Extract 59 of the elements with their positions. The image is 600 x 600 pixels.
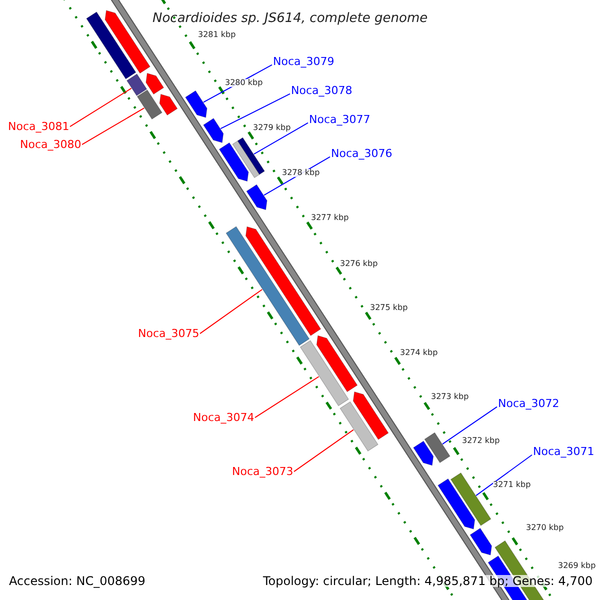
gene-bar (424, 432, 450, 464)
title: Nocardioides sp. JS614, complete genome (152, 12, 428, 24)
gene-block (104, 10, 150, 74)
gene-bar (232, 140, 260, 178)
gene-block (245, 226, 322, 336)
leader-line (294, 429, 354, 472)
scale-label: 3278 kbp (282, 169, 320, 177)
gene-label: Noca_3077 (309, 114, 370, 124)
scale-label: 3273 kbp (431, 393, 469, 401)
gene-block (203, 118, 224, 144)
gene-bar (237, 137, 265, 175)
gene-label: Noca_3079 (273, 56, 334, 66)
gene-block (146, 72, 164, 95)
gene-block (159, 94, 178, 116)
gene-label: Noca_3072 (498, 398, 560, 408)
gene-label: Noca_3074 (193, 412, 254, 422)
genome-summary-text: Topology: circular; Length: 4,985,871 bp; Genes: 4,700 (263, 575, 593, 587)
gene-block (413, 440, 434, 466)
gene-label: Noca_3071 (533, 446, 594, 456)
scale-label: 3279 kbp (253, 124, 291, 132)
gene-bar (86, 12, 136, 80)
accession-text: Accession: NC_008699 (9, 575, 146, 587)
leader-line (254, 376, 320, 418)
gene-block (438, 478, 476, 530)
gene-block (218, 142, 249, 182)
scale-label: 3269 kbp (558, 562, 596, 570)
leader-line (476, 454, 532, 496)
gene-bar (340, 401, 378, 452)
leader-line (442, 406, 498, 445)
gene-block (185, 90, 208, 118)
gene-block (316, 335, 358, 392)
gene-bar (136, 90, 162, 120)
scale-label: 3280 kbp (225, 79, 263, 87)
gene-label: Noca_3080 (20, 138, 82, 150)
scale-label: 3271 kbp (493, 481, 531, 489)
scale-label: 3272 kbp (462, 437, 500, 445)
scale-label: 3281 kbp (198, 31, 236, 39)
leader-line (70, 88, 132, 128)
gene-bar (300, 340, 349, 406)
leader-line (82, 108, 145, 146)
leader-line (220, 93, 290, 130)
scale-label: 3274 kbp (400, 349, 438, 357)
gene-bar (126, 74, 148, 96)
leader-line (200, 288, 263, 334)
scale-label: 3276 kbp (340, 260, 378, 268)
scale-label: 3277 kbp (311, 214, 349, 222)
leader-line (253, 122, 308, 155)
gene-label: Noca_3081 (8, 120, 70, 132)
gene-label: Noca_3073 (232, 466, 294, 476)
scale-label: 3275 kbp (370, 304, 408, 312)
gene-bar (226, 226, 310, 346)
gene-label: Noca_3078 (291, 84, 352, 96)
gene-label: Noca_3075 (138, 328, 200, 338)
gene-block (246, 184, 268, 210)
gene-block (352, 391, 389, 440)
gene-bar (450, 472, 492, 526)
gene-label: Noca_3076 (331, 148, 392, 158)
gene-block (470, 528, 492, 556)
scale-label: 3270 kbp (526, 524, 564, 532)
